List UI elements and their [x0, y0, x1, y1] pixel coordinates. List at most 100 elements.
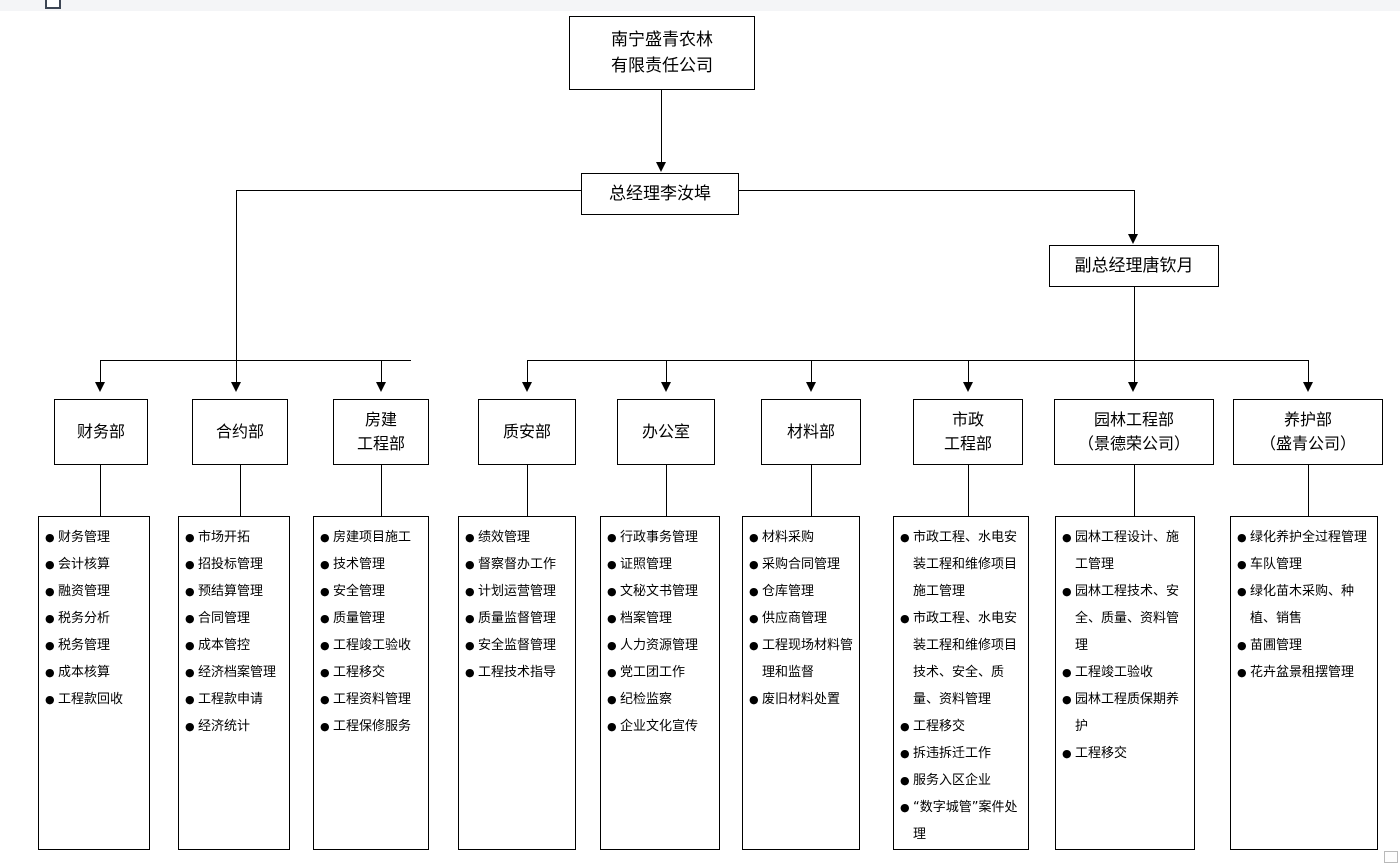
duty-item: 工程款回收 — [45, 686, 144, 713]
duty-item: 人力资源管理 — [607, 632, 714, 659]
duty-item: 融资管理 — [45, 578, 144, 605]
duty-item: “数字城管”案件处理 — [900, 794, 1023, 848]
duty-item: 招投标管理 — [185, 551, 284, 578]
resize-grip-icon[interactable] — [1384, 851, 1398, 863]
connector-office-detail — [666, 465, 668, 516]
duty-list-quality-safety: 绩效管理督察督办工作计划运营管理质量监督管理安全监督管理工程技术指导 — [458, 516, 576, 850]
duty-item: 税务管理 — [45, 632, 144, 659]
dept-box-landscape-engineering[interactable]: 园林工程部 （景德荣公司） — [1054, 399, 1214, 465]
arrow-to-municipal — [963, 382, 973, 392]
duty-item: 拆违拆迁工作 — [900, 740, 1023, 767]
duty-item: 工程技术指导 — [465, 659, 570, 686]
right-edge-spacer — [1397, 11, 1400, 865]
duty-item: 财务管理 — [45, 524, 144, 551]
connector-drop-quality — [527, 360, 529, 384]
company-box: 南宁盛青农林 有限责任公司 — [569, 16, 755, 90]
duty-item: 工程资料管理 — [320, 686, 423, 713]
duty-list-housing-engineering: 房建项目施工技术管理安全管理质量管理工程竣工验收工程移交工程资料管理工程保修服务 — [313, 516, 429, 850]
duty-item: 材料采购 — [749, 524, 854, 551]
connector-quality-detail — [527, 465, 529, 516]
arrow-to-materials — [806, 382, 816, 392]
duty-item: 园林工程设计、施工管理 — [1062, 524, 1189, 578]
connector-drop-housing — [381, 360, 383, 384]
duty-item: 采购合同管理 — [749, 551, 854, 578]
dept-box-materials[interactable]: 材料部 — [761, 399, 861, 465]
connector-gm-right — [739, 190, 1135, 192]
dept-box-housing-engineering[interactable]: 房建 工程部 — [333, 399, 429, 465]
duty-list-contract: 市场开拓招投标管理预结算管理合同管理成本管控经济档案管理工程款申请经济统计 — [178, 516, 290, 850]
dept-box-municipal-engineering[interactable]: 市政 工程部 — [913, 399, 1023, 465]
dept-box-quality-safety[interactable]: 质安部 — [478, 399, 576, 465]
dept-box-contract[interactable]: 合约部 — [192, 399, 288, 465]
duty-item: 园林工程质保期养护 — [1062, 686, 1189, 740]
duty-item: 经济档案管理 — [185, 659, 284, 686]
dept-box-office[interactable]: 办公室 — [617, 399, 715, 465]
connector-drop-municipal — [968, 360, 970, 384]
arrow-vgm-to-landscape — [1128, 382, 1138, 392]
arrow-gm-to-vgm — [1128, 234, 1138, 244]
duty-item: 安全管理 — [320, 578, 423, 605]
arrow-company-to-gm — [656, 162, 666, 172]
connector-materials-detail — [811, 465, 813, 516]
duty-item: 合同管理 — [185, 605, 284, 632]
duty-item: 税务分析 — [45, 605, 144, 632]
duty-item: 绩效管理 — [465, 524, 570, 551]
duty-item: 房建项目施工 — [320, 524, 423, 551]
duty-item: 计划运营管理 — [465, 578, 570, 605]
duty-item: 技术管理 — [320, 551, 423, 578]
dept-box-maintenance[interactable]: 养护部 （盛青公司） — [1233, 399, 1383, 465]
duty-item: 市政工程、水电安装工程和维修项目施工管理 — [900, 524, 1023, 605]
arrow-to-finance — [95, 382, 105, 392]
vice-general-manager-box: 副总经理唐钦月 — [1049, 245, 1219, 287]
connector-drop-materials — [811, 360, 813, 384]
connector-municipal-detail — [968, 465, 970, 516]
duty-list-municipal-engineering: 市政工程、水电安装工程和维修项目施工管理市政工程、水电安装工程和维修项目技术、安… — [893, 516, 1029, 850]
duty-item: 档案管理 — [607, 605, 714, 632]
duty-item: 供应商管理 — [749, 605, 854, 632]
duty-list-maintenance: 绿化养护全过程管理车队管理绿化苗木采购、种植、销售苗圃管理花卉盆景租摆管理 — [1230, 516, 1378, 850]
connector-maintenance-detail — [1308, 465, 1310, 516]
duty-item: 预结算管理 — [185, 578, 284, 605]
duty-item: 党工团工作 — [607, 659, 714, 686]
duty-item: 工程现场材料管理和监督 — [749, 632, 854, 686]
connector-housing-detail — [381, 465, 383, 516]
duty-item: 证照管理 — [607, 551, 714, 578]
arrow-to-office — [661, 382, 671, 392]
duty-item: 仓库管理 — [749, 578, 854, 605]
duty-item: 文秘文书管理 — [607, 578, 714, 605]
duty-list-materials: 材料采购采购合同管理仓库管理供应商管理工程现场材料管理和监督废旧材料处置 — [742, 516, 860, 850]
connector-landscape-detail — [1134, 465, 1136, 516]
connector-gm-left — [236, 190, 582, 192]
connector-drop-finance — [100, 360, 102, 384]
connector-gm-left-drop — [236, 190, 238, 384]
toolbar-fragment-icon — [45, 0, 61, 9]
connector-gm-to-vgm — [1134, 190, 1136, 236]
duty-item: 园林工程技术、安全、质量、资料管理 — [1062, 578, 1189, 659]
dept-box-finance[interactable]: 财务部 — [54, 399, 148, 465]
duty-item: 质量监督管理 — [465, 605, 570, 632]
duty-item: 经济统计 — [185, 713, 284, 740]
duty-item: 市政工程、水电安装工程和维修项目技术、安全、质量、资料管理 — [900, 605, 1023, 713]
duty-list-finance: 财务管理会计核算融资管理税务分析税务管理成本核算工程款回收 — [38, 516, 150, 850]
duty-item: 成本核算 — [45, 659, 144, 686]
duty-item: 工程移交 — [320, 659, 423, 686]
duty-item: 绿化养护全过程管理 — [1237, 524, 1372, 551]
arrow-gm-to-contract — [231, 382, 241, 392]
duty-item: 安全监督管理 — [465, 632, 570, 659]
duty-item: 会计核算 — [45, 551, 144, 578]
general-manager-box: 总经理李汝埠 — [581, 173, 739, 215]
duty-item: 绿化苗木采购、种植、销售 — [1237, 578, 1372, 632]
duty-item: 废旧材料处置 — [749, 686, 854, 713]
connector-drop-office — [666, 360, 668, 384]
duty-item: 工程竣工验收 — [320, 632, 423, 659]
connector-bus-left — [100, 360, 411, 362]
arrow-to-quality — [522, 382, 532, 392]
duty-item: 质量管理 — [320, 605, 423, 632]
duty-item: 企业文化宣传 — [607, 713, 714, 740]
duty-item: 工程保修服务 — [320, 713, 423, 740]
connector-company-to-gm — [661, 90, 663, 163]
duty-item: 工程竣工验收 — [1062, 659, 1189, 686]
duty-item: 成本管控 — [185, 632, 284, 659]
duty-item: 工程移交 — [900, 713, 1023, 740]
